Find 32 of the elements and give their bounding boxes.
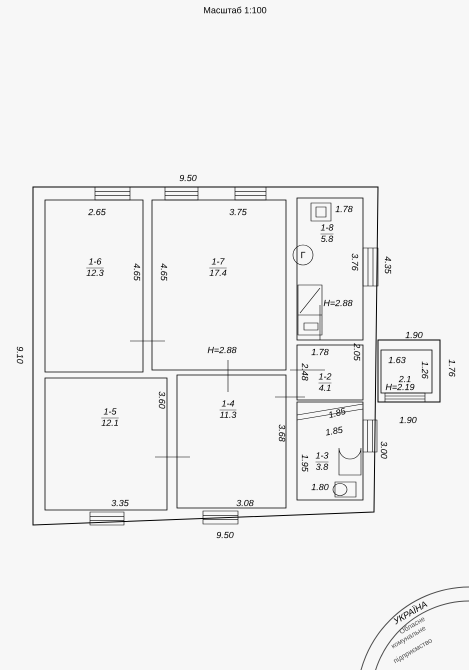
dimension-label: 9.50 — [180, 174, 197, 182]
dimension-label: 3.75 — [229, 208, 247, 216]
dimension-label: 1.26 — [422, 362, 428, 379]
dimension-label: 3.00 — [380, 441, 388, 459]
title: Масштаб 1:100 — [204, 6, 266, 14]
dimension-label: 1.95 — [302, 454, 308, 472]
dimension-label: 3.35 — [111, 500, 129, 506]
dimension-label: 3.76 — [352, 253, 358, 271]
dimension-label: 1.78 — [336, 206, 353, 212]
dimension-label: 2.05 — [354, 343, 360, 361]
dimension-label: 4.35 — [384, 256, 392, 274]
dimension-label: 1.76 — [448, 360, 456, 377]
dimension-label: 1.63 — [388, 356, 406, 364]
dimension-label: 9.10 — [16, 346, 24, 364]
dimension-label: 4.65 — [160, 263, 168, 281]
dimension-label: 1.85 — [329, 408, 346, 418]
dimension-label: 1.80 — [312, 484, 329, 490]
dimension-label: H=2.88 — [324, 300, 353, 306]
dimension-label: 1.78 — [312, 348, 329, 356]
dimension-label: 2.65 — [88, 208, 106, 216]
dimension-label: H=2.88 — [208, 346, 237, 354]
dimension-label: H=2.19 — [386, 384, 414, 390]
dimension-label: 2.48 — [302, 363, 308, 381]
dimension-label: 9.50 — [216, 532, 234, 538]
dimension-label: 4.65 — [134, 263, 140, 281]
dimension-label: 1.90 — [406, 332, 423, 338]
dimension-label: 3.08 — [236, 500, 254, 506]
dimension-label: 3.60 — [158, 391, 166, 409]
dimension-label: 1.90 — [400, 416, 417, 424]
dimension-label: 1.85 — [326, 426, 342, 436]
boiler-symbol: Г — [301, 252, 306, 258]
dimension-label: 3.68 — [278, 424, 286, 442]
